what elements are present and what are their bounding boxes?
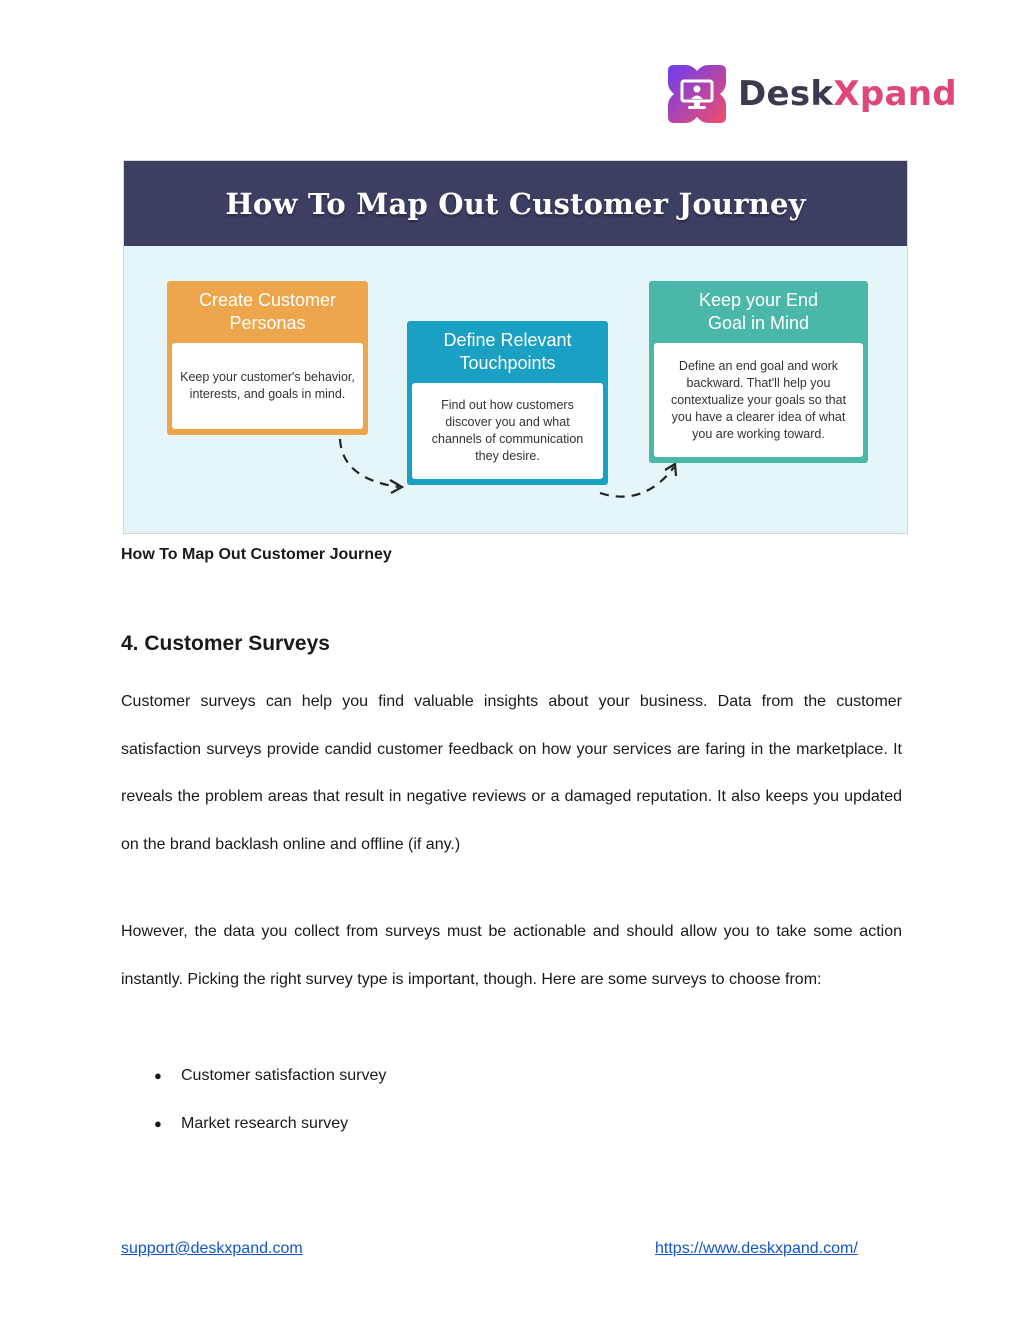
paragraph-1: Customer surveys can help you find valua…	[121, 693, 902, 854]
bullet-icon: ●	[154, 1068, 162, 1083]
card-description: Define an end goal and work backward. Th…	[654, 343, 863, 457]
deskxpand-logo: DeskXpand	[664, 60, 957, 128]
support-email-link[interactable]: support@deskxpand.com	[121, 1240, 303, 1257]
logo-text-xpand: Xpand	[833, 74, 957, 114]
list-item: ●Customer satisfaction survey	[121, 1052, 386, 1100]
list-item: ●Market research survey	[121, 1100, 386, 1148]
website-link[interactable]: https://www.deskxpand.com/	[655, 1240, 858, 1257]
logo-wordmark: DeskXpand	[738, 74, 957, 114]
monitor-icon	[664, 61, 730, 127]
infographic-header: How To Map Out Customer Journey	[124, 161, 907, 246]
section-heading: 4. Customer Surveys	[121, 632, 330, 655]
arrow-persona-to-touchpoints	[338, 438, 400, 489]
card-description: Find out how customers discover you and …	[412, 383, 603, 479]
logo-text-desk: Desk	[738, 74, 834, 114]
journey-infographic: How To Map Out Customer Journey Create C…	[123, 160, 908, 534]
card-description: Keep your customer's behavior, interests…	[172, 343, 363, 429]
survey-list: ●Customer satisfaction survey ●Market re…	[121, 1052, 386, 1147]
paragraph-2: However, the data you collect from surve…	[121, 923, 902, 988]
arrow-touchpoints-to-goal	[599, 466, 675, 498]
infographic-title: How To Map Out Customer Journey	[225, 186, 806, 221]
dashed-arrows	[338, 438, 678, 498]
figure-caption: How To Map Out Customer Journey	[121, 546, 392, 563]
bullet-icon: ●	[154, 1115, 162, 1131]
